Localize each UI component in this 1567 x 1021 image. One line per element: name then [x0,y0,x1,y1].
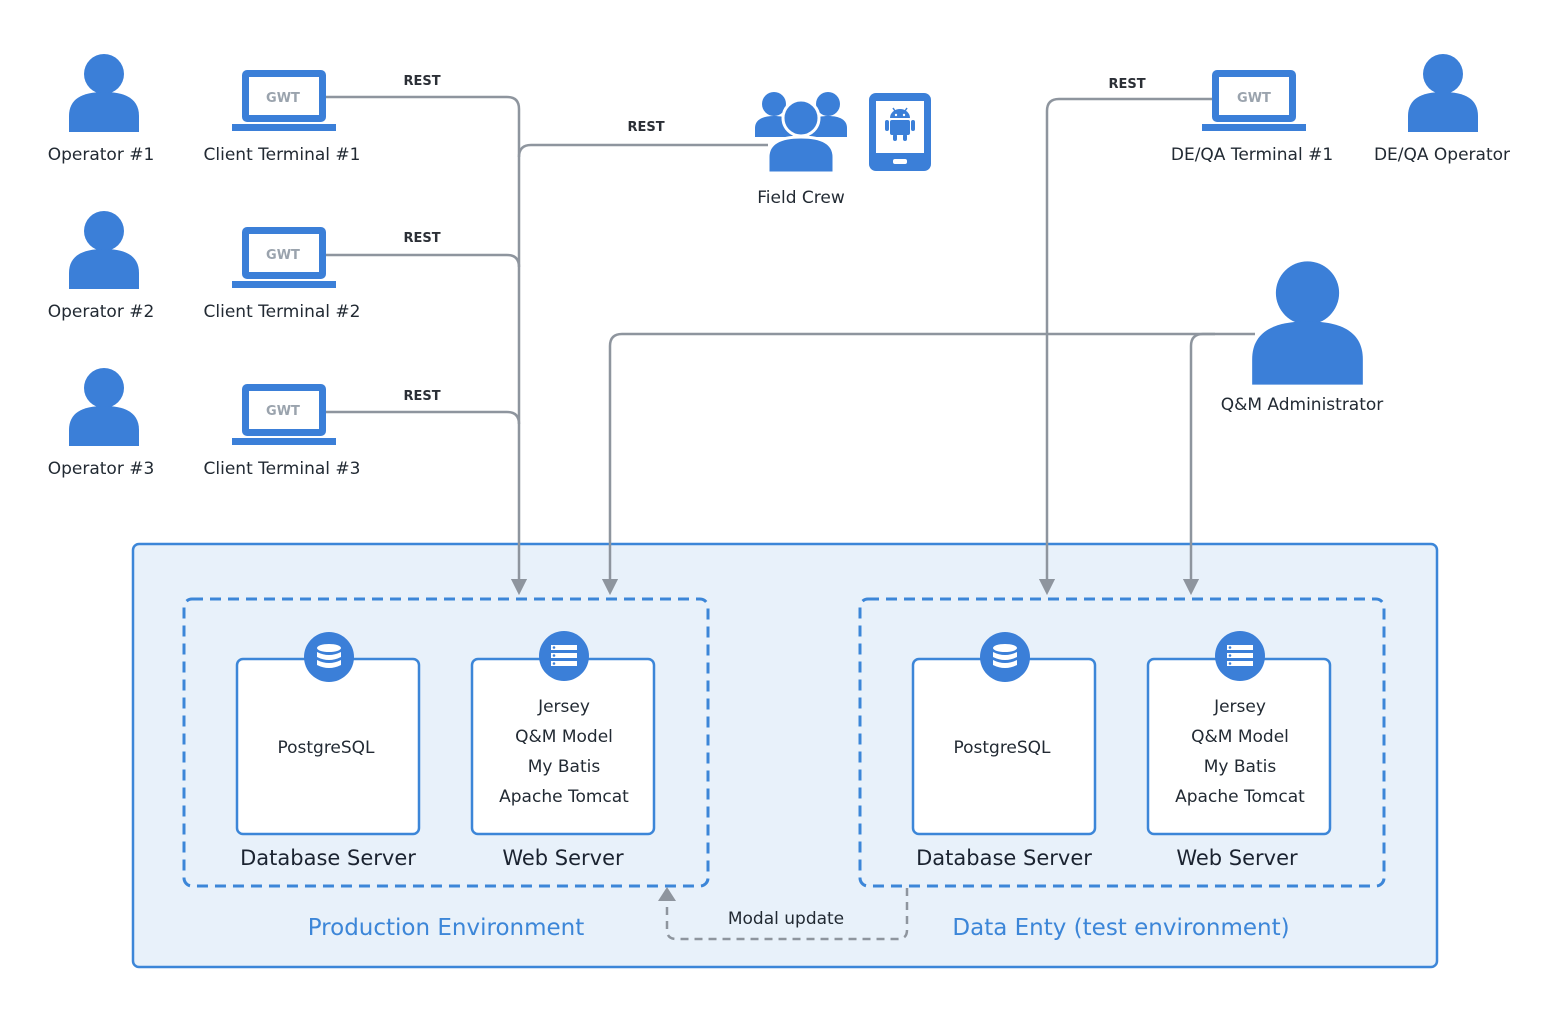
qm-administrator-label: Q&M Administrator [1221,395,1384,415]
test-web-title: Web Server [1176,846,1298,870]
test-env-title: Data Enty (test environment) [952,915,1289,941]
production-group [182,597,710,888]
client-terminal-1-label: Client Terminal #1 [204,145,361,165]
connector-field-crew [517,143,768,158]
test-db-server: PostgreSQL [911,632,1097,836]
rest-label: REST [627,120,664,135]
client-terminal-3-label: Client Terminal #3 [204,459,361,479]
rest-label: REST [403,74,440,89]
server-icon [539,631,589,681]
stack-item: Q&M Model [515,727,613,747]
modal-update-label: Modal update [728,909,844,929]
field-crew-label: Field Crew [757,188,845,208]
connector-admin-production [601,332,1255,596]
stack-item: Jersey [1213,697,1266,717]
db-engine-label: PostgreSQL [953,738,1051,758]
client-terminal-2-label: Client Terminal #2 [204,302,361,322]
operator-1-icon [69,54,139,132]
server-icon [1215,631,1265,681]
production-web-title: Web Server [502,846,624,870]
connector-terminal-3 [326,410,521,425]
database-icon [304,632,354,682]
production-web-server: Jersey Q&M Model My Batis Apache Tomcat [470,631,656,836]
production-db-server: PostgreSQL [235,632,421,836]
modal-update-connector [665,888,909,941]
connector-deqa-terminal [1038,97,1212,596]
gwt-label: GWT [266,404,300,419]
database-icon [980,632,1030,682]
test-web-server: Jersey Q&M Model My Batis Apache Tomcat [1146,631,1332,836]
operator-1-label: Operator #1 [48,145,155,165]
connector-terminal-2 [326,253,521,268]
deqa-operator-label: DE/QA Operator [1374,145,1510,165]
rest-label: REST [403,231,440,246]
production-db-title: Database Server [240,846,416,870]
operator-2-icon [69,211,139,289]
connector-admin-test [1182,332,1215,596]
field-crew-icon [755,92,847,175]
production-env-title: Production Environment [308,915,585,941]
gwt-label: GWT [1237,91,1271,106]
test-group [858,597,1386,888]
rest-label: REST [1108,77,1145,92]
test-db-title: Database Server [916,846,1092,870]
environments-container [131,542,1439,969]
stack-item: Apache Tomcat [1175,787,1305,807]
deqa-terminal-label: DE/QA Terminal #1 [1171,145,1333,165]
operator-3-label: Operator #3 [48,459,155,479]
operator-3-icon [69,368,139,446]
stack-item: Jersey [537,697,590,717]
stack-item: Q&M Model [1191,727,1289,747]
android-tablet-icon [869,93,931,171]
operator-2-label: Operator #2 [48,302,155,322]
gwt-label: GWT [266,91,300,106]
gwt-label: GWT [266,248,300,263]
stack-item: Apache Tomcat [499,787,629,807]
qm-administrator-icon [1252,261,1363,385]
stack-item: My Batis [528,757,601,777]
rest-label: REST [403,389,440,404]
db-engine-label: PostgreSQL [277,738,375,758]
modal-update-arrowhead [658,887,676,901]
deqa-operator-icon [1408,54,1478,132]
connector-terminal-1 [326,95,528,596]
stack-item: My Batis [1204,757,1277,777]
